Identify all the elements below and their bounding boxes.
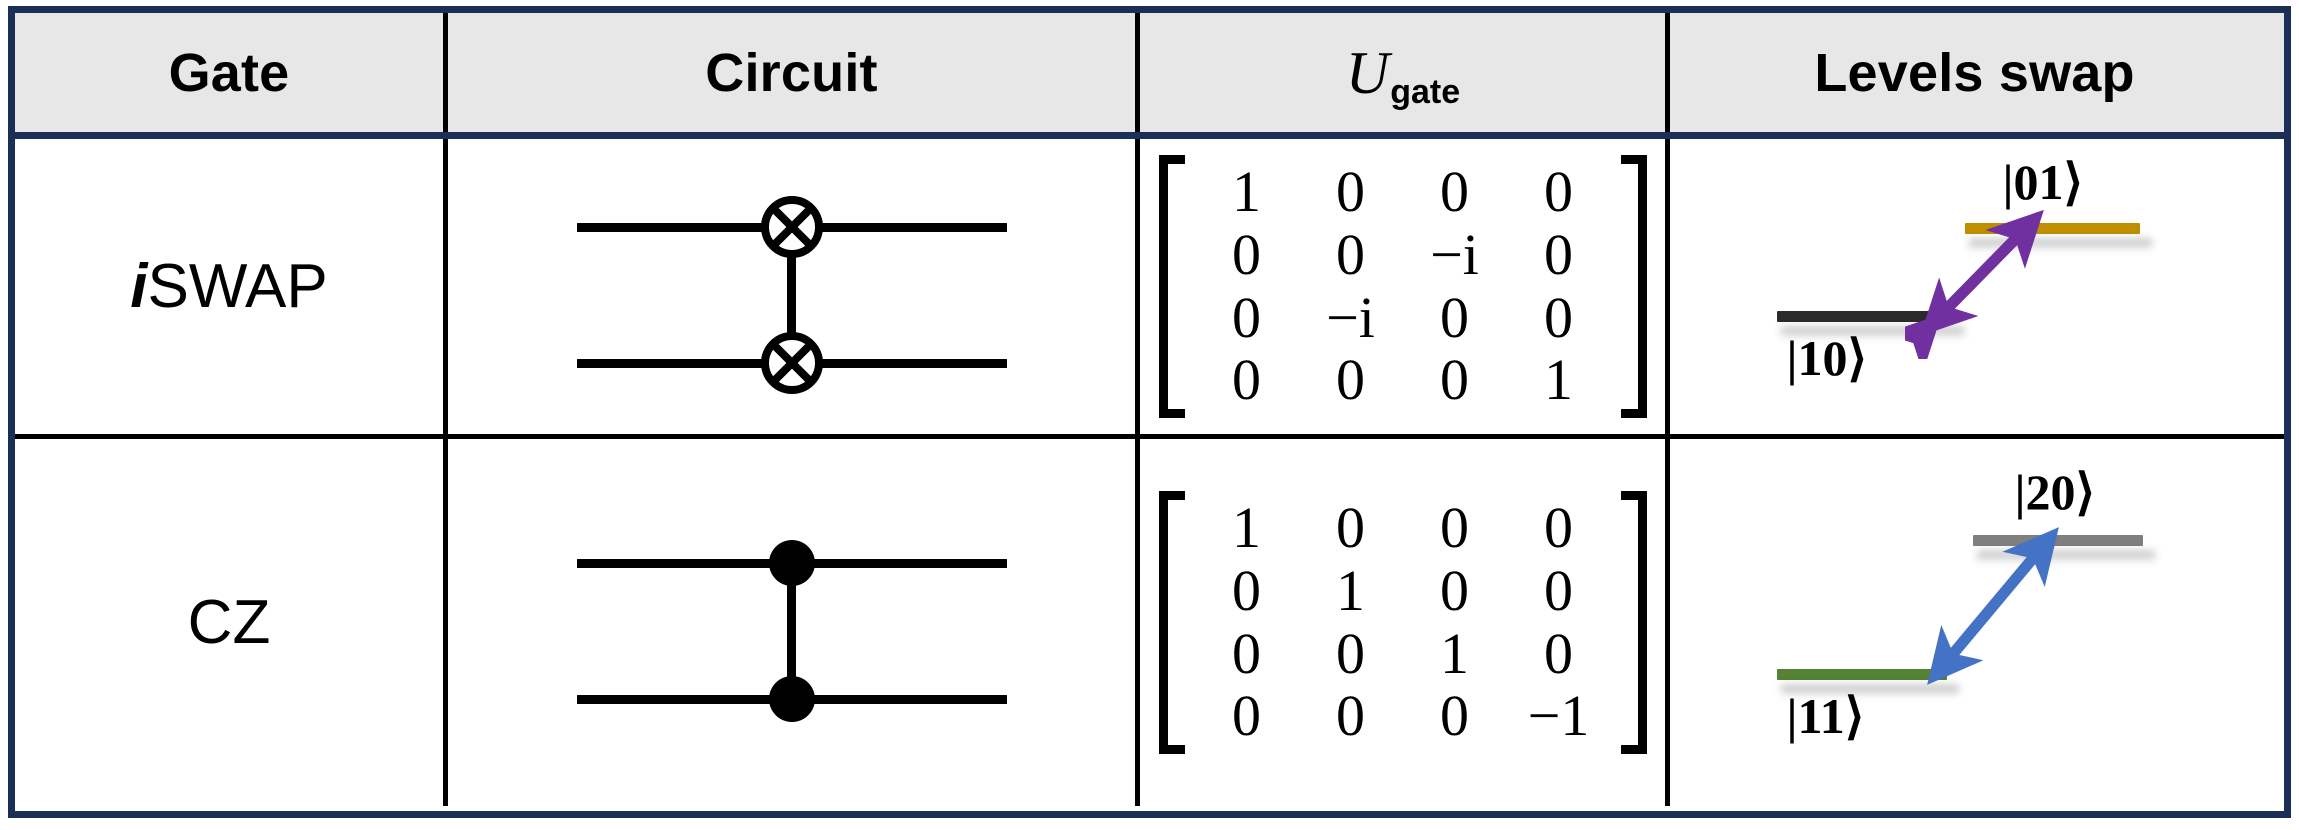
level-label-lower: |10⟩ (1786, 330, 1868, 386)
table-row: CZ 1 0 0 0 (15, 439, 2284, 806)
gate-label-iswap: iSWAP (130, 255, 328, 318)
cell-circuit-iswap (443, 139, 1135, 434)
header-label-circuit: Circuit (705, 42, 878, 103)
matrix-cell: 1 (1544, 347, 1573, 413)
header-label-ugate: Ugate (1345, 39, 1460, 109)
matrix-cell: 0 (1232, 347, 1261, 413)
level-label-upper: |20⟩ (2014, 464, 2096, 520)
control-dot-icon-top (768, 539, 815, 586)
crossed-circle-icon-bottom (760, 331, 823, 394)
matrix-cell: 0 (1440, 683, 1469, 749)
table-row: iSWAP 1 0 0 0 (15, 139, 2284, 439)
cell-gate-name-cz: CZ (15, 439, 443, 806)
matrix-cell: 0 (1232, 221, 1261, 287)
header-label-ugate-base: U (1345, 39, 1390, 106)
matrix-cell: 0 (1232, 620, 1261, 686)
matrix-cell: 1 (1232, 495, 1261, 561)
matrix-cell: 0 (1544, 495, 1573, 561)
matrix-cell: 1 (1440, 620, 1469, 686)
cell-gate-name-iswap: iSWAP (15, 139, 443, 434)
cell-matrix-cz: 1 0 0 0 0 1 0 0 0 0 1 0 0 0 0 (1135, 439, 1665, 806)
control-dot-icon-bottom (768, 675, 815, 722)
crossed-circle-icon-top (760, 195, 823, 258)
level-label-lower: |11⟩ (1786, 688, 1865, 744)
header-label-ugate-subscript: gate (1390, 72, 1461, 111)
matrix-bracket-right (1620, 155, 1647, 418)
matrix-cell: 0 (1544, 557, 1573, 623)
matrix-cell: 1 (1336, 557, 1365, 623)
level-label-upper: |01⟩ (2002, 154, 2084, 210)
matrix-cell: 0 (1232, 683, 1261, 749)
matrix-cell: 0 (1544, 284, 1573, 350)
matrix-cell: 0 (1336, 620, 1365, 686)
matrix-cell: 0 (1232, 284, 1261, 350)
matrix-cell: 0 (1232, 557, 1261, 623)
matrix-bracket-left (1158, 155, 1185, 418)
header-label-gate: Gate (168, 42, 290, 103)
matrix-cell: 0 (1544, 221, 1573, 287)
header-cell-circuit: Circuit (443, 13, 1135, 132)
gates-table: Gate Circuit Ugate Levels swap iSWAP (8, 6, 2291, 818)
cell-levels-cz: |20⟩ |11⟩ (1665, 439, 2279, 806)
matrix-cell: 0 (1440, 159, 1469, 225)
matrix-bracket-left (1158, 491, 1185, 754)
matrix-cell: 1 (1232, 159, 1261, 225)
gate-label-iswap-prefix: i (130, 251, 148, 321)
levels-diagram-cz: |20⟩ |11⟩ (1715, 439, 2235, 806)
gate-label-cz: CZ (188, 591, 271, 654)
matrix-cell: 0 (1440, 495, 1469, 561)
header-cell-gate: Gate (15, 13, 443, 132)
matrix-cell: 0 (1544, 159, 1573, 225)
matrix-cell: 0 (1336, 683, 1365, 749)
swap-arrow-icon (1926, 527, 2059, 685)
matrix-cell: −i (1430, 221, 1479, 287)
matrix-iswap: 1 0 0 0 0 0 −i 0 0 −i 0 0 0 0 (1158, 155, 1647, 418)
matrix-cell: 0 (1336, 495, 1365, 561)
coupling-line (786, 562, 796, 699)
matrix-cell: −1 (1527, 683, 1590, 749)
header-label-levels-swap: Levels swap (1814, 42, 2135, 103)
swap-arrow-icon (1904, 210, 2044, 359)
matrix-grid: 1 0 0 0 0 1 0 0 0 0 1 0 0 0 0 (1185, 491, 1621, 754)
matrix-cell: −i (1326, 284, 1375, 350)
cell-levels-iswap: |01⟩ |10⟩ (1665, 139, 2279, 434)
matrix-cz: 1 0 0 0 0 1 0 0 0 0 1 0 0 0 0 (1158, 491, 1647, 754)
gate-label-cz-name: CZ (187, 587, 271, 657)
matrix-cell: 0 (1440, 284, 1469, 350)
gate-label-iswap-name: SWAP (147, 251, 328, 321)
header-cell-levels-swap: Levels swap (1665, 13, 2279, 132)
table-header-row: Gate Circuit Ugate Levels swap (15, 13, 2284, 139)
circuit-diagram-iswap (576, 187, 1007, 394)
cell-matrix-iswap: 1 0 0 0 0 0 −i 0 0 −i 0 0 0 0 (1135, 139, 1665, 434)
matrix-cell: 0 (1336, 221, 1365, 287)
cell-circuit-cz (443, 439, 1135, 806)
coupling-line (786, 226, 796, 363)
matrix-cell: 0 (1336, 159, 1365, 225)
matrix-cell: 0 (1336, 347, 1365, 413)
circuit-diagram-cz (576, 523, 1007, 723)
matrix-cell: 0 (1544, 620, 1573, 686)
header-cell-ugate: Ugate (1135, 13, 1665, 132)
matrix-cell: 0 (1440, 347, 1469, 413)
energy-level-bar-upper (1964, 223, 2140, 234)
matrix-bracket-right (1620, 491, 1647, 754)
levels-diagram-iswap: |01⟩ |10⟩ (1715, 139, 2235, 434)
energy-level-bar-lower (1776, 669, 1947, 680)
matrix-grid: 1 0 0 0 0 0 −i 0 0 −i 0 0 0 0 (1185, 155, 1621, 418)
energy-level-bar-lower (1776, 311, 1952, 322)
matrix-cell: 0 (1440, 557, 1469, 623)
